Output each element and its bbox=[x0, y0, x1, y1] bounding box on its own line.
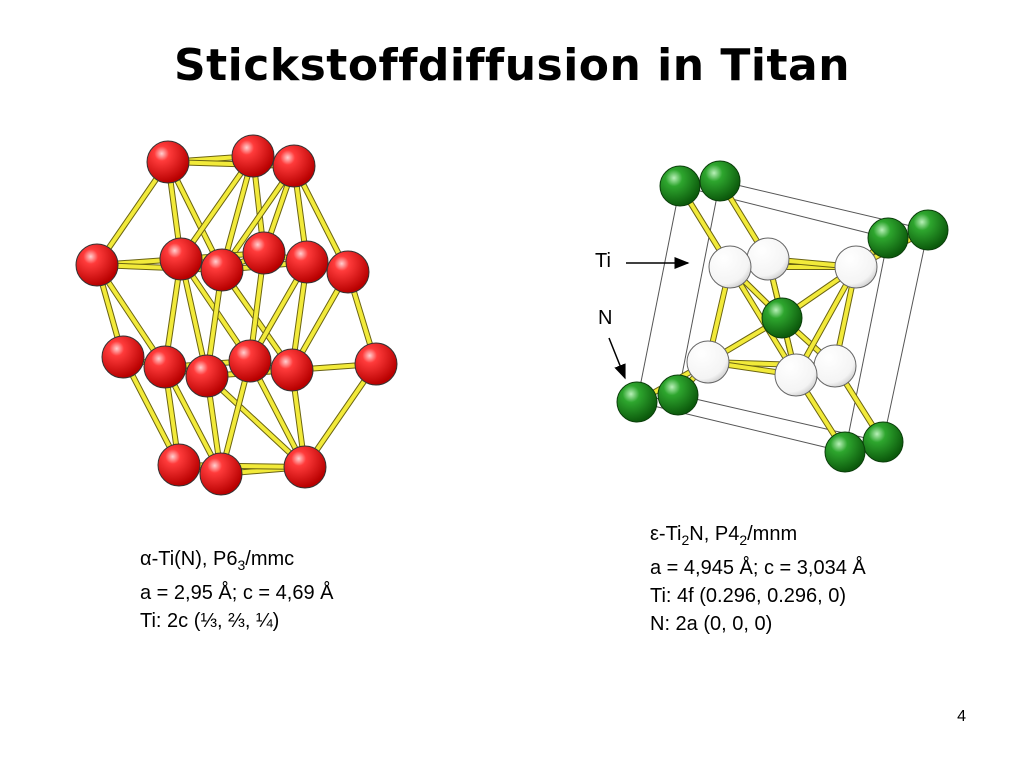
label-arrows bbox=[608, 257, 690, 380]
ti-atom bbox=[242, 231, 286, 275]
cell-edge bbox=[844, 237, 889, 453]
ti-atom bbox=[270, 348, 314, 392]
n-atom bbox=[699, 160, 741, 202]
ti-atom bbox=[283, 445, 327, 489]
alpha-lattice-line: a = 2,95 Å; c = 4,69 Å bbox=[140, 582, 334, 604]
ti-atom bbox=[228, 339, 272, 383]
ti-atom-label: Ti bbox=[595, 250, 611, 272]
n-atom bbox=[616, 381, 658, 423]
n-atom bbox=[657, 374, 699, 416]
epsilon-n-position-line: N: 2a (0, 0, 0) bbox=[650, 613, 773, 635]
cell-edge bbox=[677, 180, 721, 396]
epsilon-ti-position-line: Ti: 4f (0.296, 0.296, 0) bbox=[650, 585, 847, 607]
atom-group bbox=[75, 134, 398, 496]
ti-atom bbox=[813, 344, 857, 388]
n-atom bbox=[824, 431, 866, 473]
ti-atom bbox=[272, 144, 316, 188]
n-atom bbox=[862, 421, 904, 463]
ti-atom bbox=[746, 237, 790, 281]
alpha-phase-line: α-Ti(N), P63/mmc bbox=[140, 548, 295, 573]
n-arrow bbox=[608, 337, 626, 380]
ti-atom bbox=[774, 353, 818, 397]
alpha-position-line: Ti: 2c (⅓, ⅔, ¼) bbox=[140, 610, 280, 632]
bond-group bbox=[94, 153, 379, 477]
bond bbox=[205, 374, 307, 469]
ti-atom bbox=[101, 335, 145, 379]
ti-atom bbox=[199, 452, 243, 496]
ti-atom bbox=[285, 240, 329, 284]
cell-edge bbox=[882, 229, 929, 443]
ti-atom bbox=[143, 345, 187, 389]
ti-atom bbox=[157, 443, 201, 487]
epsilon-ti2n-structure-diagram bbox=[616, 160, 949, 473]
epsilon-lattice-line: a = 4,945 Å; c = 3,034 Å bbox=[650, 557, 866, 579]
slide-title: Stickstoffdiffusion in Titan bbox=[173, 40, 851, 91]
n-atom bbox=[867, 217, 909, 259]
n-atom bbox=[761, 297, 803, 339]
ti-atom bbox=[326, 250, 370, 294]
ti-atom bbox=[686, 340, 730, 384]
ti-atom bbox=[834, 245, 878, 289]
atom-group bbox=[616, 160, 949, 473]
alpha-caption: α-Ti(N), P63/mmc a = 2,95 Å; c = 4,69 Å … bbox=[140, 545, 333, 635]
n-atom bbox=[907, 209, 949, 251]
alpha-ti-structure-diagram bbox=[75, 134, 398, 496]
ti-atom bbox=[146, 140, 190, 184]
ti-atom bbox=[708, 245, 752, 289]
n-atom bbox=[659, 165, 701, 207]
ti-atom bbox=[231, 134, 275, 178]
epsilon-caption: ε-Ti2N, P42/mnm a = 4,945 Å; c = 3,034 Å… bbox=[650, 520, 866, 638]
cell-edge bbox=[636, 185, 681, 403]
ti-atom bbox=[159, 237, 203, 281]
ti-atom bbox=[200, 248, 244, 292]
page-number: 4 bbox=[957, 708, 966, 725]
ti-atom bbox=[185, 354, 229, 398]
epsilon-phase-line: ε-Ti2N, P42/mnm bbox=[650, 523, 798, 548]
ti-atom bbox=[354, 342, 398, 386]
ti-atom bbox=[75, 243, 119, 287]
n-atom-label: N bbox=[598, 307, 613, 329]
